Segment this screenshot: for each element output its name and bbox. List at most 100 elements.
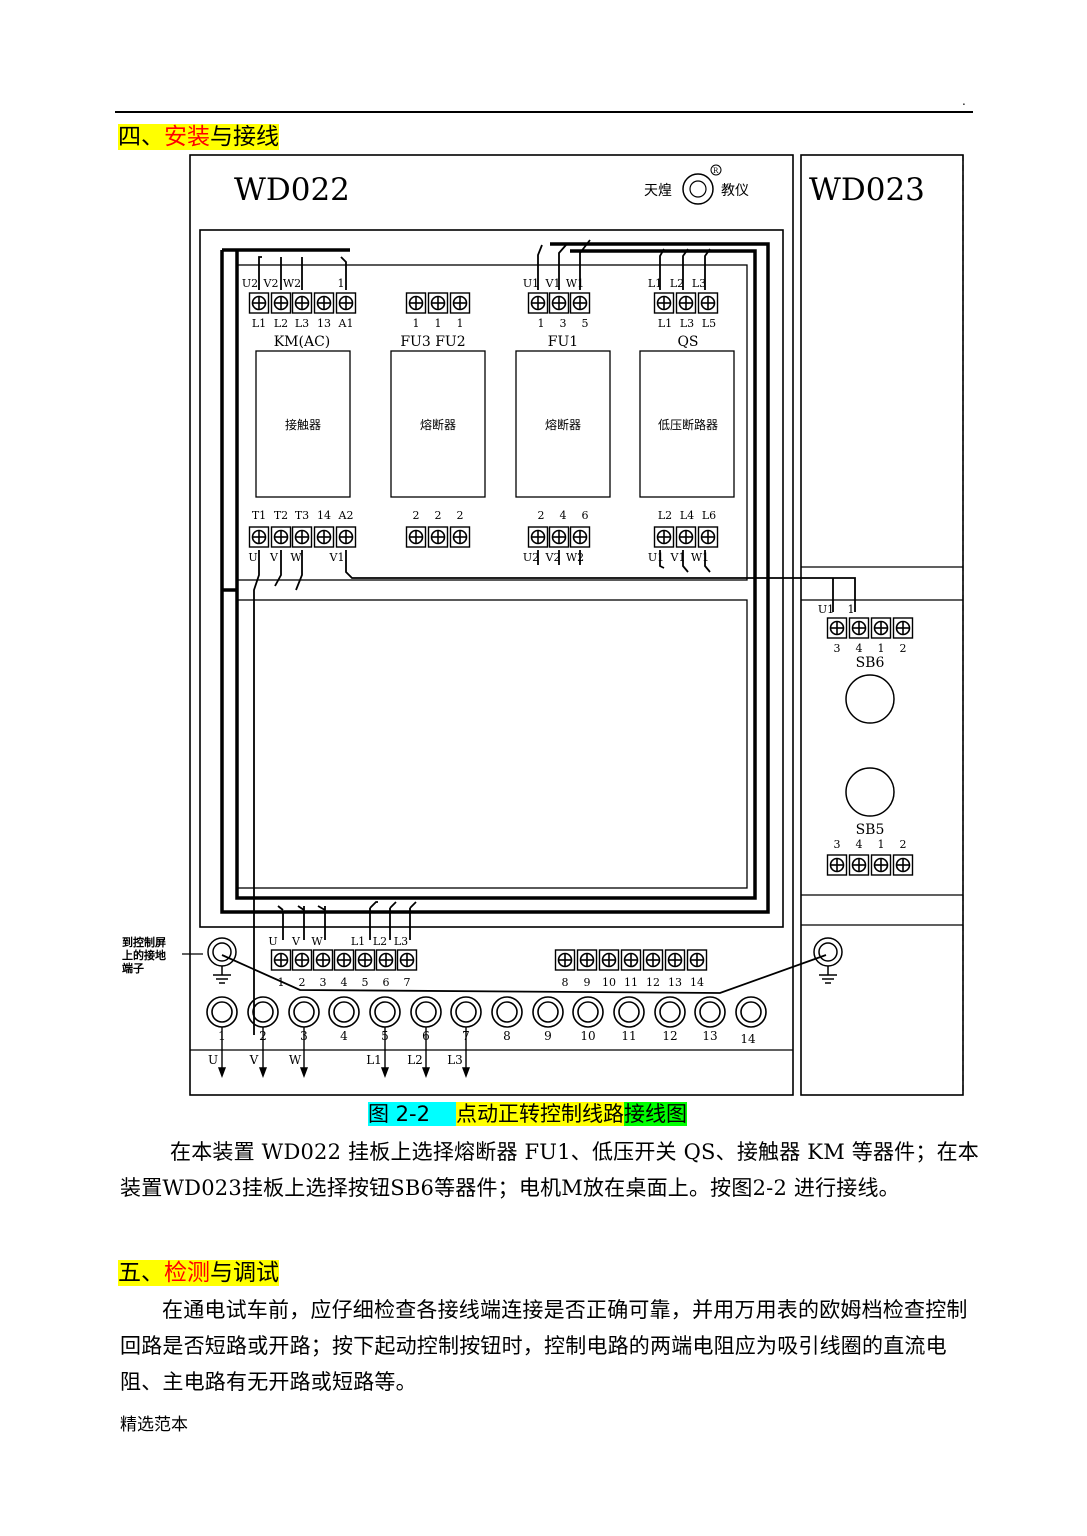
fu1-body [515, 350, 611, 498]
strip-num: 9 [584, 976, 591, 989]
km-top-num: L2 [274, 317, 288, 330]
post-num: 12 [662, 1029, 677, 1043]
qs-top-num: L1 [658, 317, 672, 330]
paragraph-install: 在本装置 WD022 挂板上选择熔断器 FU1、低压开关 QS、接触器 KM 等… [120, 1140, 979, 1200]
fu1-bot-num: 6 [582, 509, 589, 522]
section-5-keyword: 检测 [164, 1260, 210, 1286]
fu1-top-label: U1 [523, 277, 539, 290]
km-body [255, 350, 351, 498]
km-top-label: W2 [283, 277, 301, 290]
fu3-name: FU3 FU2 [400, 334, 465, 350]
km-bot-label: W [290, 551, 302, 564]
caption-end: 接线图 [623, 1102, 687, 1126]
km-top-num: L1 [252, 317, 266, 330]
post-num: 11 [621, 1029, 636, 1043]
post-num: 9 [544, 1029, 552, 1043]
output-label: L1 [366, 1053, 382, 1067]
strip-num: 12 [646, 976, 660, 989]
strip-num: 6 [383, 976, 390, 989]
svg-text:R: R [713, 167, 719, 175]
board-wd022-title: WD022 [234, 172, 350, 208]
km-top-num: L3 [295, 317, 309, 330]
sb6-num: 2 [900, 642, 907, 655]
ground-note-line: 端子 [122, 961, 144, 975]
fu3-top-num: 1 [457, 317, 464, 330]
sb6-button-icon [845, 674, 895, 724]
qs-body [639, 350, 735, 498]
qs-bot-num: L4 [680, 509, 694, 522]
fu3-bot-num: 2 [457, 509, 464, 522]
strip-num: 11 [624, 976, 638, 989]
qs-bot-label: W1 [691, 551, 709, 564]
brand-logo-icon [682, 173, 714, 205]
fu1-name: FU1 [548, 334, 578, 350]
qs-top-num: L3 [680, 317, 694, 330]
fu1-top-label: V1 [545, 277, 561, 290]
post-num: 8 [503, 1029, 511, 1043]
post-num: 13 [702, 1029, 717, 1043]
section-4-num: 四、 [118, 124, 164, 150]
km-bot-label: U [248, 551, 257, 564]
control-loop-wire [220, 242, 770, 914]
strip-label: L1 [351, 935, 365, 948]
km-bot-num: 14 [317, 509, 331, 522]
strip-num: 10 [602, 976, 616, 989]
strip-num: 3 [320, 976, 327, 989]
ground-left-icon [207, 937, 237, 984]
sb5-num: 1 [878, 838, 885, 851]
strip-num: 5 [362, 976, 369, 989]
output-label: L3 [447, 1053, 463, 1067]
qs-top-label: L1 [648, 277, 662, 290]
ground-note-line: 上的接地 [122, 948, 166, 962]
caption-title: 点动正转控制线路 [455, 1102, 624, 1126]
output-label: V [249, 1053, 259, 1067]
wiring-diagram: WD022 天煌 R 教仪 WD023 [122, 154, 964, 1096]
km-bot-num: T2 [274, 509, 288, 522]
fu3-top-num: 1 [413, 317, 420, 330]
fu3-body-label: 熔断器 [420, 417, 456, 432]
post-num: 10 [580, 1029, 595, 1043]
caption-number: 图 2-2 [368, 1102, 456, 1126]
strip-num: 4 [341, 976, 348, 989]
km-top-label: U2 [242, 277, 258, 290]
brand-left: 天煌 [644, 183, 672, 199]
output-label: W [289, 1053, 302, 1067]
fu1-top-label: W1 [566, 277, 584, 290]
ground-note-line: 到控制屏 [122, 935, 166, 949]
strip-num: 14 [690, 976, 704, 989]
km-top-label: V2 [263, 277, 279, 290]
left-terminal-strip [270, 949, 418, 971]
board-wd023-title: WD023 [809, 172, 925, 208]
section-5-rest: 与调试 [210, 1260, 279, 1286]
km-bot-label: V1 [329, 551, 345, 564]
strip-num: 1 [278, 976, 285, 989]
sb5-num: 3 [834, 838, 841, 851]
ground-right-icon [813, 937, 843, 984]
fu3-top-num: 1 [435, 317, 442, 330]
output-arrows [217, 1027, 471, 1078]
strip-num: 7 [404, 976, 411, 989]
section-4-keyword: 安装 [164, 124, 210, 150]
qs-top-label: L3 [692, 277, 706, 290]
km-top-num: A1 [338, 317, 354, 330]
strip-num: 13 [668, 976, 682, 989]
strip-num: 2 [299, 976, 306, 989]
fu1-bot-num: 4 [560, 509, 567, 522]
sb6-terminals [826, 617, 914, 639]
power-wires [221, 239, 856, 1035]
km-top-num: 13 [317, 317, 331, 330]
strip-label: L3 [394, 935, 408, 948]
qs-bot-label: U1 [648, 551, 664, 564]
km-top-label: 1 [338, 277, 345, 290]
section-4-rest: 与接线 [210, 124, 279, 150]
fu1-top-num: 1 [538, 317, 545, 330]
header-rule [115, 111, 973, 113]
qs-top-label: L2 [670, 277, 684, 290]
qs-bot-num: L2 [658, 509, 672, 522]
strip-num: 8 [562, 976, 569, 989]
km-body-label: 接触器 [285, 417, 321, 432]
header-mark: . [962, 94, 966, 108]
qs-top-num: L5 [702, 317, 716, 330]
sb6-name: SB6 [856, 655, 885, 671]
sb5-terminals [826, 854, 914, 876]
